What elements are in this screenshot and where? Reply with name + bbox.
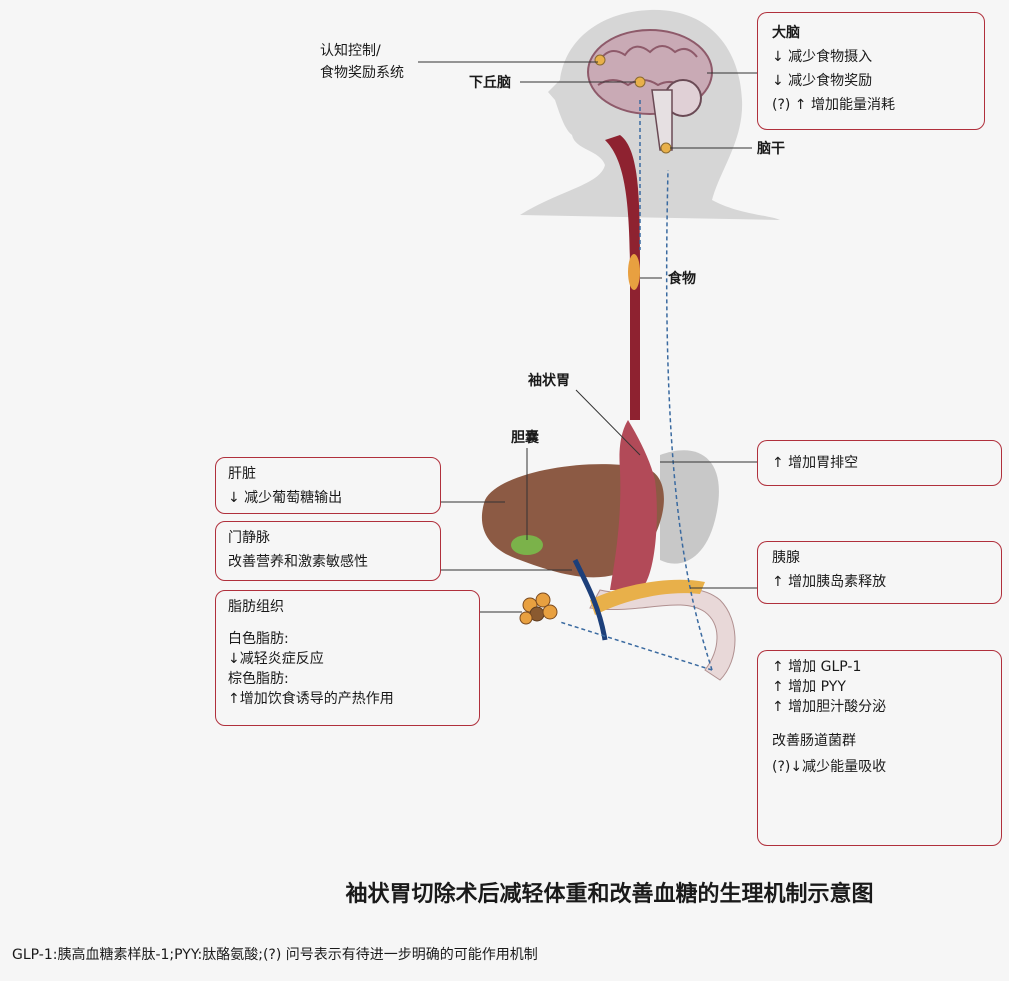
portal-vein [572,558,608,641]
portal-vein-effect: 改善营养和激素敏感性 [228,554,368,570]
portal-vein-box: 门静脉 改善营养和激素敏感性 [215,521,441,581]
portal-vein-box-title: 门静脉 [228,530,270,546]
gut-effect: ↑ 增加胆汁酸分泌 [772,699,887,715]
stomach-emptying-box: ↑ 增加胃排空 [757,440,1002,486]
leader-lines [418,61,757,613]
signal-line-brain [665,169,713,671]
brain-box: 大脑 ↓ 减少食物摄入 ↓ 减少食物奖励 (?) ↑ 增加能量消耗 [757,12,985,130]
white-fat-label: 白色脂肪: [228,631,289,647]
gallbladder-label: 胆囊 [511,430,539,446]
removed-stomach [660,450,719,564]
brain-box-title: 大脑 [772,25,800,41]
signal-line-fat [559,621,713,671]
brain-effect: ↓ 减少食物奖励 [772,73,873,89]
cognitive-label: 认知控制/ 食物奖励系统 [320,43,404,81]
gallbladder-shape [511,535,543,555]
brown-fat-label: 棕色脂肪: [228,671,289,687]
pancreas-box-title: 胰腺 [772,550,800,566]
hypothalamus-marker [634,76,646,88]
liver-box: 肝脏 ↓ 减少葡萄糖输出 [215,457,441,514]
brain-effect: ↓ 减少食物摄入 [772,49,873,65]
adipose-box: 脂肪组织 白色脂肪: ↓减轻炎症反应 棕色脂肪: ↑增加饮食诱导的产热作用 [215,590,480,726]
esophagus [605,135,640,420]
footnote: GLP-1:胰高血糖素样肽-1;PYY:肽酪氨酸;(?) 问号表示有待进一步明确… [12,947,538,963]
cognitive-marker [594,54,606,66]
figure-caption: 袖状胃切除术后减轻体重和改善血糖的生理机制示意图 [345,882,874,907]
brainstem-shape [651,89,673,151]
liver-effect: ↓ 减少葡萄糖输出 [228,490,343,506]
food-label: 食物 [668,271,696,287]
gut-box: ↑ 增加 GLP-1 ↑ 增加 PYY ↑ 增加胆汁酸分泌 改善肠道菌群 (?)… [757,650,1002,846]
brain-effect: (?) ↑ 增加能量消耗 [772,97,895,113]
stomach-effect: ↑ 增加胃排空 [772,455,859,471]
white-fat-effect: ↓减轻炎症反应 [228,651,324,667]
liver-box-title: 肝脏 [228,466,256,482]
sleeve-stomach-label: 袖状胃 [528,373,570,389]
pancreas-effect: ↑ 增加胰岛素释放 [772,574,887,590]
microbiota-label: 改善肠道菌群 [772,733,856,749]
energy-absorption-label: (?)↓减少能量吸收 [772,759,887,775]
brown-fat-effect: ↑增加饮食诱导的产热作用 [228,691,394,707]
adipose-box-title: 脂肪组织 [228,599,284,615]
gut-effect: ↑ 增加 PYY [772,679,846,695]
hypothalamus-label: 下丘脑 [469,75,511,91]
sleeve-stomach [610,420,657,590]
fat-cluster [519,592,558,625]
brainstem-label: 脑干 [757,141,785,157]
food-bolus [628,254,640,290]
gut-effect: ↑ 增加 GLP-1 [772,659,862,675]
pancreas-shape [590,579,705,615]
brainstem-marker [660,142,672,154]
pancreas-box: 胰腺 ↑ 增加胰岛素释放 [757,541,1002,604]
